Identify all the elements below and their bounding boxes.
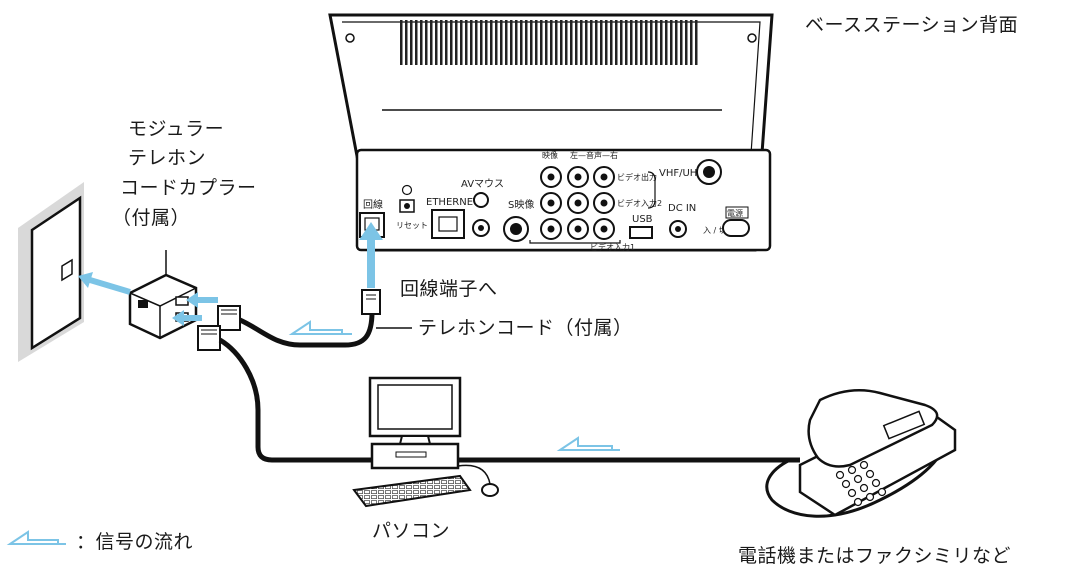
pc-icon [352,376,499,508]
telephone-cord-label: テレホンコード（付属） [418,317,633,339]
coupler-label-line2: テレホン [128,147,207,169]
audio-lr-label: 左—音声—右 [570,150,618,160]
ethernet-label: ETHERNET [426,197,480,208]
reset-label: リセット [396,221,428,230]
telephone-icon [765,388,957,518]
signal-arrows [78,222,383,326]
wall-jack [18,182,84,362]
video-label: 映像 [542,150,558,160]
coupler-label-line4: （付属） [112,207,191,229]
pc-label: パソコン [372,520,451,542]
base-station: 回線 リセット ETHERNET AVマウス S映像 映像 左—音声—右 [328,13,774,252]
av-mouse-jack [473,192,489,208]
av-mouse-label: AVマウス [461,178,504,190]
cable-to-phone [218,337,800,463]
to-line-terminal-label: 回線端子へ [400,278,498,300]
vent-grille-icon [398,20,698,65]
video-in2-label: ビデオ入力2 [617,198,662,208]
ground-icon [401,184,413,196]
cord-plug-lower [197,325,221,351]
coupler-label-line1: モジュラー [128,118,225,140]
usb-port [629,226,653,239]
video-out-label: ビデオ出力 [617,172,657,182]
vhf-uhf-label: VHF/UHF [659,168,703,179]
s-video-label: S映像 [508,199,534,211]
video-in1-label: ビデオ入力1 [590,242,635,252]
usb-label: USB [632,214,653,225]
power-button [722,219,750,237]
signal-flow-arrow-icon [6,320,620,545]
cable-to-base [238,311,375,348]
base-station-back-label: ベースステーション背面 [805,14,1019,36]
on-off-label: 入 / 切 [703,226,727,235]
power-label: 電源 [727,209,743,218]
legend-signal-flow-label: ：信号の流れ [76,531,194,553]
phone-fax-label: 電話機またはファクシミリなど [738,545,1012,567]
line-port-label: 回線 [363,198,383,211]
coupler-icon [128,273,198,340]
line-plug [361,289,381,315]
cord-plug-upper [217,305,241,331]
coupler-label-line3: コードカプラー [120,177,257,199]
dc-in-label: DC IN [668,203,696,214]
